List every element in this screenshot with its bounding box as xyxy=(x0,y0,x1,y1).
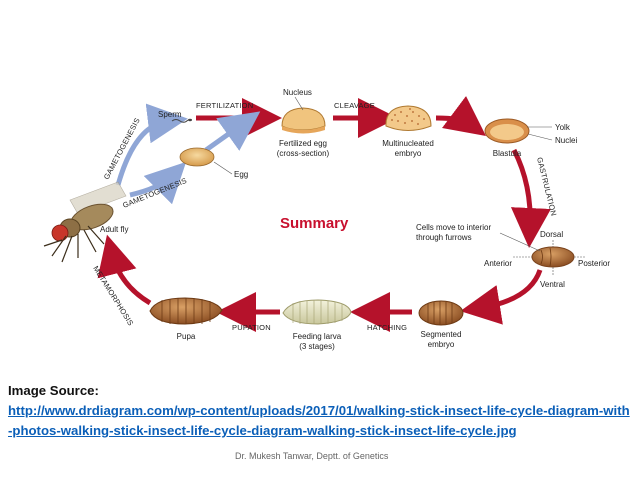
image-source-link[interactable]: http://www.drdiagram.com/wp-content/uplo… xyxy=(8,403,630,438)
segmented-embryo-label: Segmented xyxy=(421,330,462,339)
multinucleated-label: Multinucleated xyxy=(382,139,434,148)
nuclei-label: Nuclei xyxy=(555,136,577,145)
image-source: Image Source: http://www.drdiagram.com/w… xyxy=(8,381,633,441)
ventral-label: Ventral xyxy=(540,280,565,289)
feeding-larva-sublabel: (3 stages) xyxy=(299,342,335,351)
adult-fly-icon xyxy=(43,181,127,263)
nucleus-pointer xyxy=(294,96,304,111)
fertilized-egg-sublabel: (cross-section) xyxy=(277,149,330,158)
egg-gametogenesis-arrow xyxy=(129,161,187,205)
gastrula-icon xyxy=(499,232,586,275)
adult-fly-label: Adult fly xyxy=(100,225,128,234)
image-source-heading: Image Source: xyxy=(8,383,99,398)
egg-icon xyxy=(179,147,215,167)
segmented-embryo-sublabel: embryo xyxy=(428,340,455,349)
egg-pointer xyxy=(213,161,233,175)
cleavage-label: CLEAVAGE xyxy=(334,101,375,110)
feeding-larva-icon xyxy=(282,299,352,325)
multinucleated-sublabel: embryo xyxy=(395,149,422,158)
footer-credit: Dr. Mukesh Tanwar, Deptt. of Genetics xyxy=(235,451,389,461)
cells-move-label: Cells move to interior xyxy=(416,223,491,232)
sperm-gametogenesis-arrow xyxy=(115,103,188,186)
pupa-icon xyxy=(149,297,223,325)
fertilization-label: FERTILIZATION xyxy=(196,101,253,110)
cells-move-sublabel: through furrows xyxy=(416,233,472,242)
anterior-label: Anterior xyxy=(484,259,512,268)
pupa-label: Pupa xyxy=(177,332,196,341)
nucleus-label: Nucleus xyxy=(283,88,312,97)
feeding-larva-label: Feeding larva xyxy=(293,332,342,341)
blastula-label: Blastula xyxy=(493,149,522,158)
pupation-label: PUPATION xyxy=(232,323,271,332)
yolk-label: Yolk xyxy=(555,123,571,132)
fertilized-egg-icon xyxy=(281,107,326,134)
sperm-label: Sperm xyxy=(158,110,182,119)
posterior-label: Posterior xyxy=(578,259,610,268)
dorsal-label: Dorsal xyxy=(540,230,563,239)
gastrulation-arrow xyxy=(510,148,551,248)
gastrulation-label: GASTRULATION xyxy=(535,156,558,217)
blastula-arrow xyxy=(435,96,487,136)
hatching-label: HATCHING xyxy=(367,323,407,332)
metamorphosis-label: METAMORPHOSIS xyxy=(91,264,135,327)
multinucleated-embryo-icon xyxy=(385,105,432,131)
egg-to-fertilization-arrow xyxy=(204,111,261,153)
hatching-arrow-a xyxy=(460,269,543,325)
blastula-icon xyxy=(484,118,553,144)
metamorphosis-arrow xyxy=(97,234,152,306)
fertilized-egg-label: Fertilized egg xyxy=(279,139,327,148)
segmented-embryo-icon xyxy=(418,300,464,326)
egg-label: Egg xyxy=(234,170,248,179)
sperm-icon xyxy=(171,118,192,123)
summary-title: Summary xyxy=(280,215,349,232)
